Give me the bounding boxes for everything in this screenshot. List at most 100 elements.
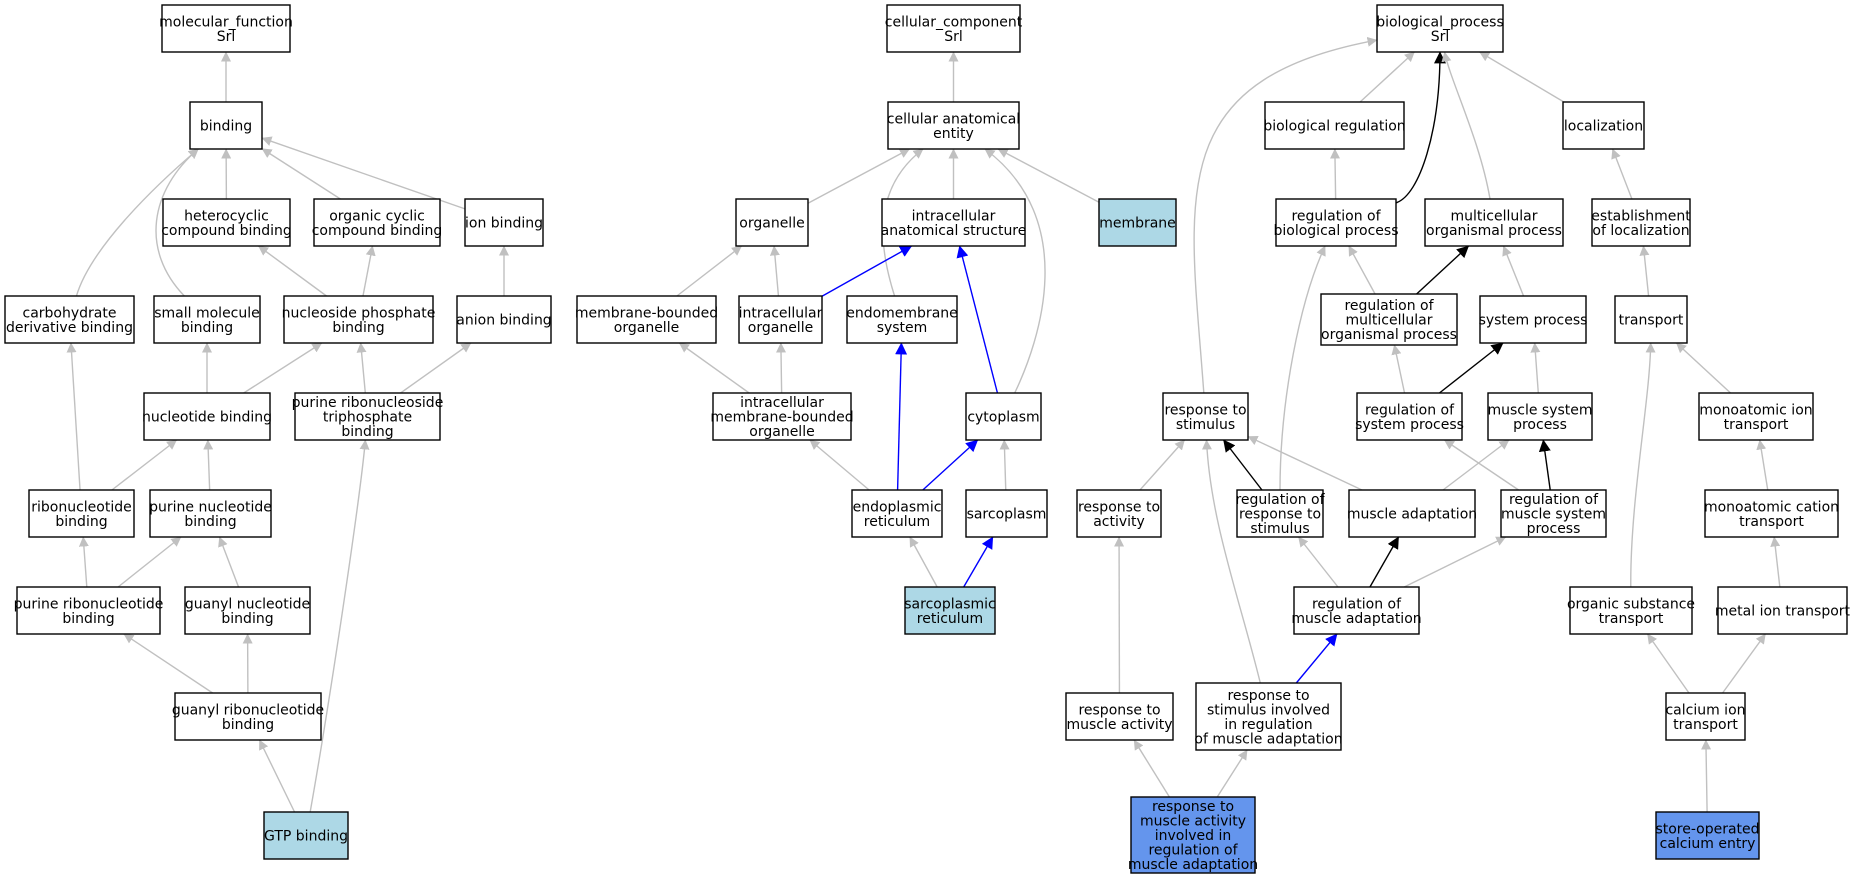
node-box-membrane	[1098, 198, 1177, 247]
node-label-monoion-1: transport	[1724, 417, 1789, 433]
node-box-regsys	[1356, 392, 1463, 441]
node-box-sr	[904, 586, 996, 635]
node-binding[interactable]: binding	[189, 101, 263, 150]
node-box-guanylribo	[174, 692, 322, 741]
node-box-respact	[1076, 489, 1162, 538]
node-box-respstim	[1162, 392, 1249, 441]
node-label-sarcoplasm-0: sarcoplasm	[967, 507, 1047, 523]
node-label-cae-1: entity	[933, 126, 974, 142]
node-organelle[interactable]: organelle	[735, 198, 809, 247]
node-label-purtriph-0: purine ribonucleoside	[292, 395, 444, 411]
edge-sr-to-er	[909, 536, 938, 588]
edge-mbo-to-organelle	[676, 245, 743, 297]
node-label-endomem-0: endomembrane	[846, 305, 958, 321]
edge-regmulti-to-regbp	[1348, 245, 1376, 295]
node-box-binding	[189, 101, 263, 150]
node-muscadapt[interactable]: muscle adaptation	[1347, 489, 1477, 538]
node-box-er	[851, 489, 943, 538]
node-label-ionbinding-0: ion binding	[465, 216, 543, 232]
node-label-binding-0: binding	[200, 119, 252, 135]
node-box-mf	[161, 4, 291, 53]
node-gtp[interactable]: GTP binding	[263, 811, 349, 860]
node-sysproc[interactable]: system process	[1479, 295, 1588, 344]
node-transport[interactable]: transport	[1614, 295, 1688, 344]
node-box-monocat	[1704, 489, 1839, 538]
edge-guanylribo-to-purribo	[123, 633, 214, 694]
node-label-guanylribo-0: guanyl ribonucleotide	[172, 702, 324, 718]
node-nucbind[interactable]: nucleotide binding	[142, 392, 272, 441]
edge-sysproc-to-multi	[1502, 245, 1525, 297]
node-sarcoplasm[interactable]: sarcoplasm	[965, 489, 1048, 538]
node-label-multi-1: organismal process	[1426, 223, 1562, 239]
node-label-muscsys-0: muscle system	[1487, 402, 1592, 418]
node-label-guanyl-1: binding	[221, 611, 273, 627]
node-metalion[interactable]: metal ion transport	[1715, 586, 1851, 635]
node-anion[interactable]: anion binding	[456, 295, 552, 344]
node-box-gtp	[263, 811, 349, 860]
node-label-orgcyclic-0: organic cyclic	[329, 208, 425, 224]
edge-cytoplasm-to-cae	[984, 148, 1046, 394]
node-localization[interactable]: localization	[1562, 101, 1645, 150]
node-cytoplasm[interactable]: cytoplasm	[965, 392, 1042, 441]
node-membrane[interactable]: membrane	[1098, 198, 1177, 247]
node-box-regmulti	[1320, 293, 1458, 346]
node-ionbinding[interactable]: ion binding	[464, 198, 544, 247]
node-label-regmulti-0: regulation of	[1344, 298, 1434, 314]
edge-orgcyclic-to-binding	[261, 148, 341, 200]
edge-monoion-to-transport	[1675, 342, 1732, 394]
node-label-respmuscactinv-1: muscle activity	[1140, 814, 1246, 830]
node-box-carbderiv	[4, 295, 135, 344]
node-label-orgsub-1: transport	[1599, 611, 1664, 627]
node-box-soce	[1655, 811, 1760, 860]
node-label-nucphos-1: binding	[332, 320, 384, 336]
node-label-bp-1: Srl	[1431, 29, 1450, 45]
node-label-regmuscsys-1: muscle system	[1501, 507, 1606, 523]
node-box-nucbind	[143, 392, 271, 441]
node-bioreg[interactable]: biological regulation	[1263, 101, 1406, 150]
node-box-guanyl	[184, 586, 311, 635]
edge-muscadapt-to-respstim	[1247, 435, 1363, 491]
node-label-regbp-0: regulation of	[1291, 208, 1381, 224]
